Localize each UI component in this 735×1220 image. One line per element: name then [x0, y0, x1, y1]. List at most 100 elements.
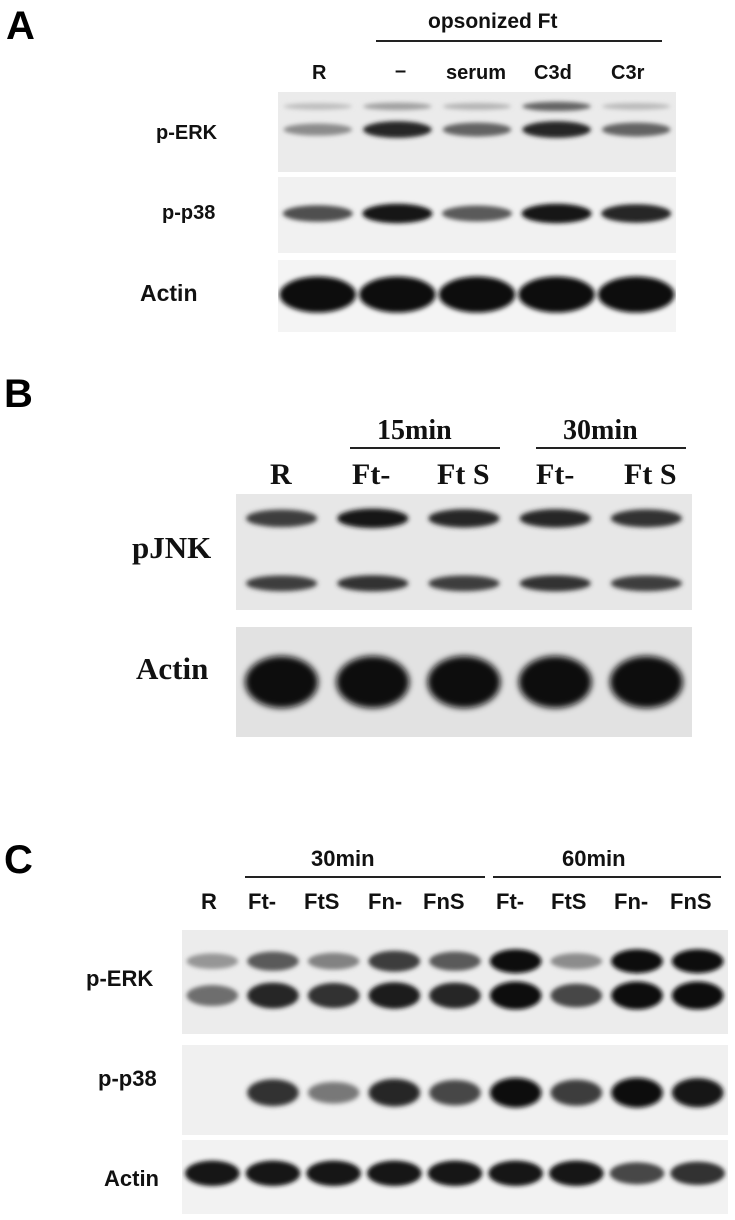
blot-band	[550, 953, 603, 970]
blot-band	[283, 123, 353, 136]
blot-band	[429, 951, 481, 971]
blot-band	[359, 276, 436, 313]
panel-a-lane-label: C3r	[611, 62, 645, 84]
panel-c-lane-label: R	[201, 889, 217, 914]
blot-band	[427, 656, 501, 708]
panel-c-group-rule-30min	[245, 876, 485, 878]
blot-band	[609, 656, 683, 708]
panel-b-lane-label: Ft-	[536, 458, 575, 491]
panel-c-group-30min: 30min	[311, 846, 375, 871]
panel-a-lane-label: C3d	[534, 62, 572, 84]
panel-b-pJNK-blot	[236, 494, 692, 610]
panel-c-pp38-blot	[182, 1045, 728, 1135]
panel-b-group-15min: 15min	[377, 415, 452, 446]
panel-b-lane-label: Ft S	[624, 458, 677, 491]
blot-band	[307, 982, 360, 1009]
blot-band	[246, 509, 318, 528]
panel-a-row-label: p-ERK	[156, 122, 218, 144]
panel-c-row-label: p-p38	[98, 1066, 157, 1091]
blot-band	[489, 981, 542, 1010]
blot-band	[429, 1079, 481, 1106]
blot-band	[441, 205, 513, 222]
panel-b-letter: B	[4, 372, 33, 416]
blot-band	[597, 276, 675, 313]
blot-band	[307, 1081, 360, 1104]
blot-band	[609, 1162, 665, 1185]
panel-c-lane-label: Ft-	[496, 889, 525, 914]
panel-b-row-label: Actin	[136, 651, 209, 686]
blot-band	[442, 122, 512, 137]
panel-b-lane-label: Ft S	[437, 458, 490, 491]
blot-band	[245, 1160, 301, 1186]
blot-band	[363, 102, 432, 111]
blot-band	[519, 509, 591, 528]
blot-band	[601, 103, 671, 110]
panel-a-pERK-blot	[278, 92, 676, 172]
blot-band	[429, 982, 481, 1009]
blot-band	[306, 1160, 361, 1186]
blot-band	[610, 509, 682, 528]
blot-band	[282, 205, 353, 222]
blot-band	[337, 508, 409, 529]
panel-a-actin-blot	[278, 260, 676, 332]
panel-a-group-rule	[376, 40, 662, 42]
blot-band	[519, 575, 591, 592]
panel-c-group-rule-60min	[493, 876, 721, 878]
blot-band	[438, 276, 516, 313]
blot-band	[670, 1161, 725, 1185]
panel-b-row-label: pJNK	[132, 530, 212, 565]
blot-band	[442, 102, 512, 110]
panel-a-lane-label: –	[395, 60, 407, 82]
panel-c-lane-label: FtS	[304, 889, 340, 914]
blot-band	[185, 1160, 240, 1186]
panel-c-pERK-blot	[182, 930, 728, 1034]
panel-a-lane-label: R	[312, 62, 327, 84]
panel-b-lane-label: R	[270, 458, 292, 491]
panel-a-lane-label: serum	[446, 62, 507, 84]
blot-background	[182, 930, 728, 1034]
blot-band	[671, 981, 724, 1010]
blot-band	[522, 101, 591, 112]
blot-band	[337, 575, 409, 592]
blot-band	[601, 204, 672, 223]
blot-band	[279, 276, 357, 313]
panel-b-group-30min: 30min	[563, 415, 638, 446]
blot-band	[549, 1160, 604, 1186]
blot-band	[307, 952, 360, 970]
blot-band	[550, 1079, 603, 1106]
blot-band	[427, 1160, 483, 1186]
panel-c-lane-label: Fn-	[614, 889, 649, 914]
blot-band	[247, 1079, 299, 1107]
blot-band	[368, 982, 421, 1009]
blot-band	[186, 953, 239, 969]
blot-band	[611, 1077, 663, 1108]
panel-b-actin-blot	[236, 627, 692, 737]
blot-band	[610, 575, 682, 592]
blot-band	[368, 950, 421, 972]
blot-band	[488, 1160, 543, 1186]
blot-band	[611, 949, 663, 974]
panel-c-row-label: Actin	[104, 1166, 159, 1191]
panel-c-row-label: p-ERK	[86, 966, 154, 991]
panel-c-lane-label: FnS	[670, 889, 712, 914]
panel-a-pp38-blot	[278, 177, 676, 253]
panel-c-lane-label: FtS	[551, 889, 587, 914]
blot-band	[671, 949, 724, 974]
blot-band	[336, 656, 410, 708]
blot-band	[489, 949, 542, 974]
blot-band	[368, 1078, 421, 1107]
panel-c-group-60min: 60min	[562, 846, 626, 871]
blot-band	[601, 122, 671, 137]
blot-band	[245, 656, 319, 708]
panel-c-lane-label: FnS	[423, 889, 465, 914]
blot-band	[367, 1160, 422, 1186]
panel-c-actin-blot	[182, 1140, 728, 1214]
blot-band	[362, 203, 433, 224]
blot-band	[428, 575, 500, 592]
blot-band	[671, 1078, 724, 1108]
blot-band	[522, 121, 591, 138]
blot-band	[247, 951, 299, 971]
blot-band	[363, 121, 432, 138]
panel-b-lane-label: Ft-	[352, 458, 391, 491]
panel-b-group-rule-15min	[350, 447, 500, 449]
